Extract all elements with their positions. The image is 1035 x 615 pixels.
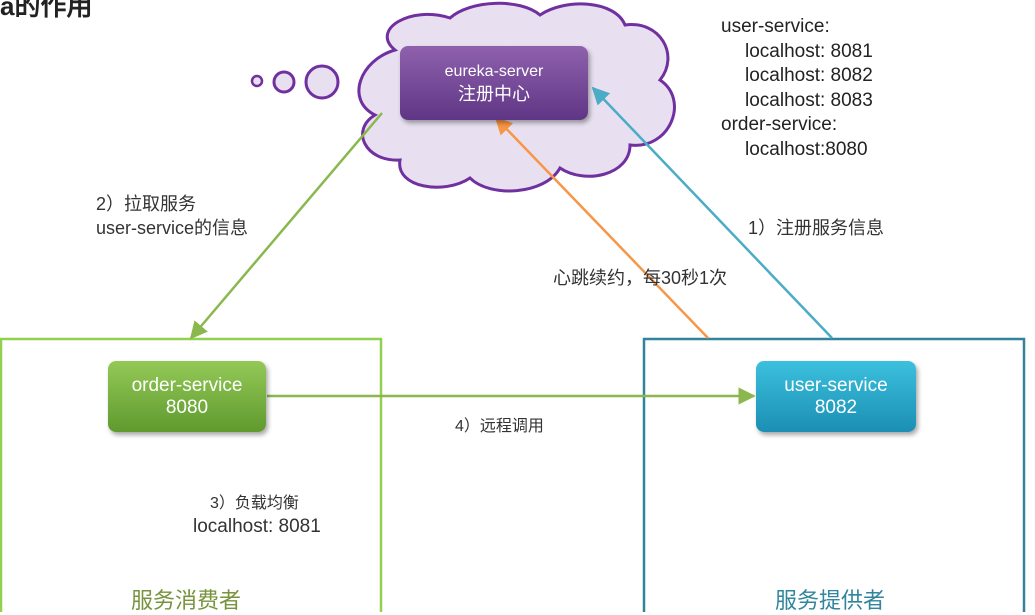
user-service-node[interactable]: user-service 8082: [756, 361, 916, 432]
fetch-arrow: [189, 112, 383, 340]
load-balance-label: 3）负载均衡: [210, 495, 299, 512]
user-service-name: user-service: [784, 374, 888, 396]
heartbeat-label: 心跳续约，每30秒1次: [553, 268, 728, 288]
provider-zone-box: [642, 337, 1026, 612]
eureka-server-subtitle: 注册中心: [458, 84, 530, 104]
fetch-label-line1: 2）拉取服务: [96, 194, 197, 214]
registry-host: localhost: 8081: [745, 40, 873, 62]
fetch-label-line2: user-service的信息: [96, 218, 249, 238]
provider-zone-label: 服务提供者: [775, 588, 886, 613]
heartbeat-arrow: [494, 116, 709, 339]
consumer-zone-label: 服务消费者: [131, 588, 242, 613]
registry-host: localhost: 8083: [745, 89, 873, 111]
order-service-node[interactable]: order-service 8080: [108, 361, 266, 432]
register-arrow: [591, 86, 833, 339]
page-title-fragment: a的作用: [0, 0, 93, 21]
registry-host: localhost:8080: [745, 138, 868, 160]
eureka-server-name: eureka-server: [444, 63, 544, 80]
remote-call-label: 4）远程调用: [455, 418, 544, 435]
registry-order-service-label: order-service:: [721, 114, 838, 135]
registry-host: localhost: 8082: [745, 65, 873, 86]
registry-user-service-label: user-service:: [721, 16, 830, 37]
order-service-port: 8080: [165, 396, 209, 418]
user-service-port: 8082: [814, 396, 858, 418]
registry-info: user-service: localhost: 8081 localhost:…: [721, 15, 873, 162]
eureka-server-node[interactable]: eureka-server 注册中心: [400, 46, 588, 120]
load-balance-host: localhost: 8081: [193, 516, 321, 537]
fetch-label: 2）拉取服务 user-service的信息: [96, 192, 248, 240]
register-label: 1）注册服务信息: [748, 218, 885, 238]
order-service-name: order-service: [131, 374, 243, 396]
